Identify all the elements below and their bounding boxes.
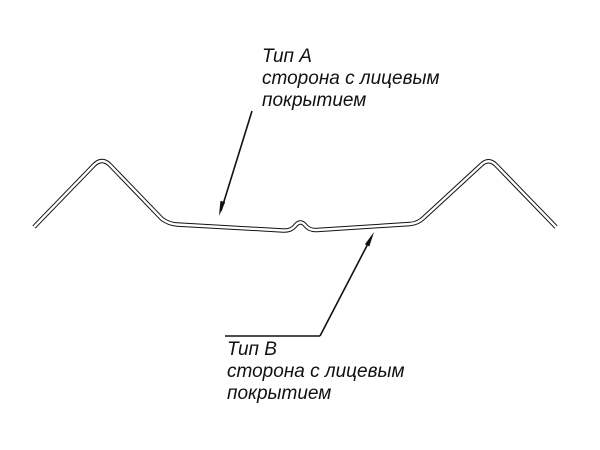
callout-a-leader-line [220, 110, 253, 212]
profile-outline [32, 158, 558, 233]
callout-b-leader-line [319, 235, 373, 337]
callout-b-arrowhead-icon [364, 232, 374, 247]
callout-a-line2: покрытием [262, 90, 366, 111]
callout-a-arrowhead-icon [219, 200, 226, 216]
callout-b: Тип В сторона с лицевым покрытием [225, 232, 405, 404]
callout-a: Тип А сторона с лицевым покрытием [219, 46, 440, 216]
callout-a-name: Тип А [262, 46, 312, 67]
profile-inner-gap [33, 159, 557, 232]
callout-b-line2: покрытием [227, 383, 331, 404]
callout-b-name: Тип В [227, 339, 277, 360]
callout-b-line1: сторона с лицевым [227, 361, 405, 382]
callout-a-line1: сторона с лицевым [262, 68, 440, 89]
profile-cross-section [32, 158, 558, 233]
